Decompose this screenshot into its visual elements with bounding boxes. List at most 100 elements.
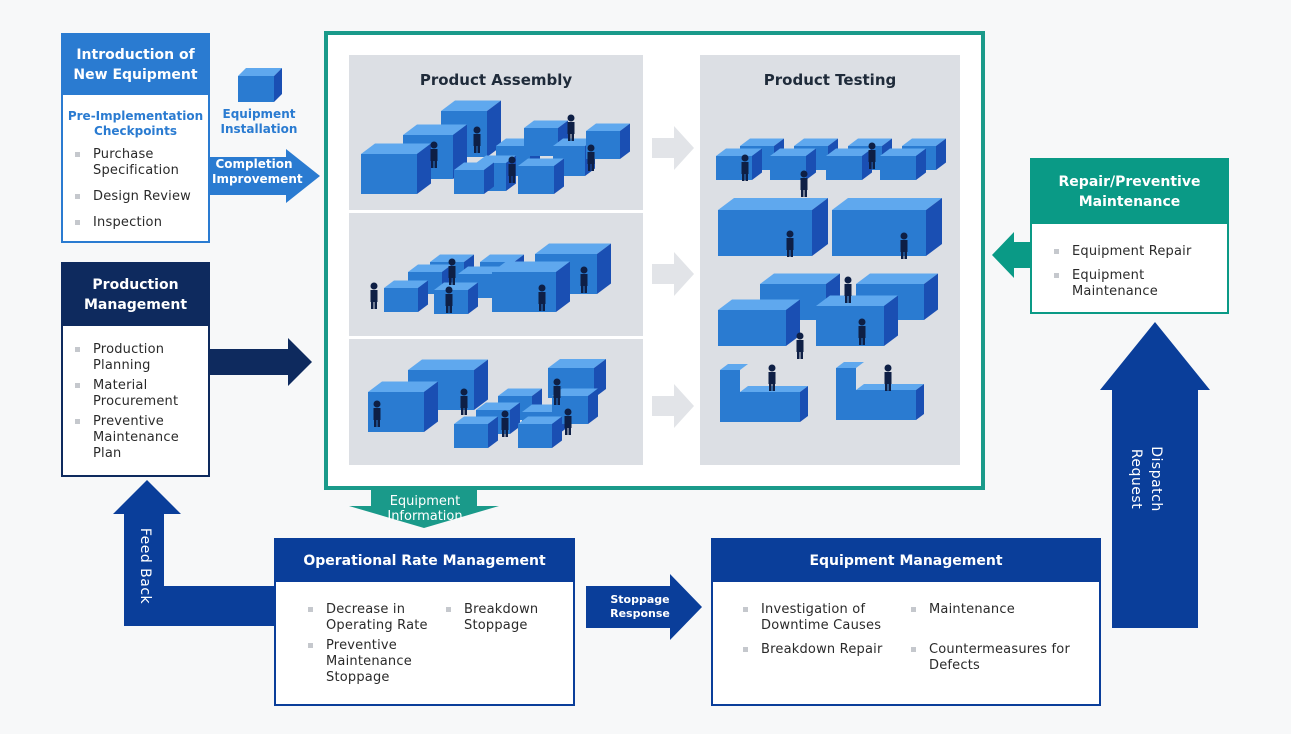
machine-side [936,138,946,170]
machine-front [880,156,916,180]
worker-icon [845,295,848,303]
worker-icon [373,400,381,408]
completion-label: Completion Improvement [212,157,303,186]
worker-icon [858,326,866,338]
worker-icon [591,163,594,171]
worker-icon [373,408,381,420]
installation-label: Equipment Installation [220,107,298,136]
worker-icon [448,258,456,266]
production-title: Production Management [63,264,208,326]
machine-front [524,128,558,156]
machine-front [718,310,786,346]
worker-icon [772,383,775,391]
machine-side [924,273,938,320]
worker-icon [374,419,377,427]
machine-top [408,359,488,370]
worker-icon [542,303,545,311]
worker-icon [768,364,776,372]
worker-icon [568,133,571,141]
machine-top [740,138,784,146]
machine-front [836,368,916,420]
production-arrow [210,338,312,386]
machine-top [718,198,828,210]
machine-side [424,381,438,432]
machine-side [418,280,428,312]
worker-icon [473,126,481,134]
equipment-list-1: Investigation of Downtime Causes Breakdo… [739,602,904,658]
assembly-title: Product Assembly [419,71,573,89]
worker-icon [553,378,561,386]
worker-icon [505,429,508,437]
machine-front [454,424,488,448]
machine-side [620,123,630,159]
machine-side [916,384,924,420]
worker-icon [884,372,892,384]
machine-side [552,416,562,448]
machine-top [361,143,431,154]
repair-box: Repair/Preventive Maintenance Equipment … [1030,158,1229,314]
worker-icon [800,351,803,359]
worker-icon [872,161,875,169]
equipment-title: Equipment Management [713,540,1099,582]
machine-side [488,416,498,448]
intro-subtitle: Pre-Implementation Checkpoints [67,109,204,138]
list-item: Material Procurement [71,378,202,410]
machine-top [408,264,452,272]
feedback-label: Feed Back [137,527,153,605]
machine-front [384,288,418,312]
worker-icon [741,154,749,162]
machine-top [586,123,630,131]
list-item: Equipment Repair [1050,244,1221,260]
worker-icon [859,337,862,345]
worker-icon [869,161,872,169]
equipment-box: Equipment Management Investigation of Do… [711,538,1101,706]
worker-icon [796,332,804,340]
machine-top [434,282,478,290]
machine-side [417,143,431,194]
worker-icon [509,175,512,183]
machine-front [832,210,926,256]
production-list: Production Planning Material Procurement… [71,342,202,462]
repair-title: Repair/Preventive Maintenance [1032,160,1227,224]
worker-icon [904,251,907,259]
worker-icon [477,145,480,153]
worker-icon [538,284,546,292]
machine-side [752,148,762,180]
flow-arrow-icon [652,126,694,170]
worker-icon [430,149,438,161]
worker-icon [844,276,852,284]
worker-icon [445,286,453,294]
machine-front [454,170,484,194]
operational-list-2: Breakdown Stoppage [442,602,562,634]
machine-top [553,138,595,146]
divider [349,210,643,213]
worker-icon [430,141,438,149]
worker-icon [786,238,794,250]
worker-icon [584,285,587,293]
list-item: Breakdown Repair [739,642,904,658]
machine-top [832,198,942,210]
equipment-info-label: Equipment Information [387,494,463,524]
worker-icon [377,419,380,427]
machine-front [826,156,862,180]
worker-icon [464,407,467,415]
worker-icon [800,178,808,190]
flow-arrow-icon [652,384,694,428]
machine-side [786,299,800,346]
worker-icon [580,266,588,274]
dispatch-label: Dispatch Request [1128,446,1164,512]
worker-icon [790,249,793,257]
worker-icon [787,249,790,257]
machine-top [454,416,498,424]
worker-icon [431,160,434,168]
worker-icon [553,386,561,398]
machine-front [720,370,800,422]
worker-icon [587,152,595,164]
worker-icon [804,189,807,197]
machine-side [812,198,828,256]
intro-list: Purchase Specification Design Review Ins… [71,147,202,231]
machine-front [518,166,554,194]
machine-front [770,156,806,180]
machine-top [441,100,501,111]
worker-icon [508,164,516,176]
